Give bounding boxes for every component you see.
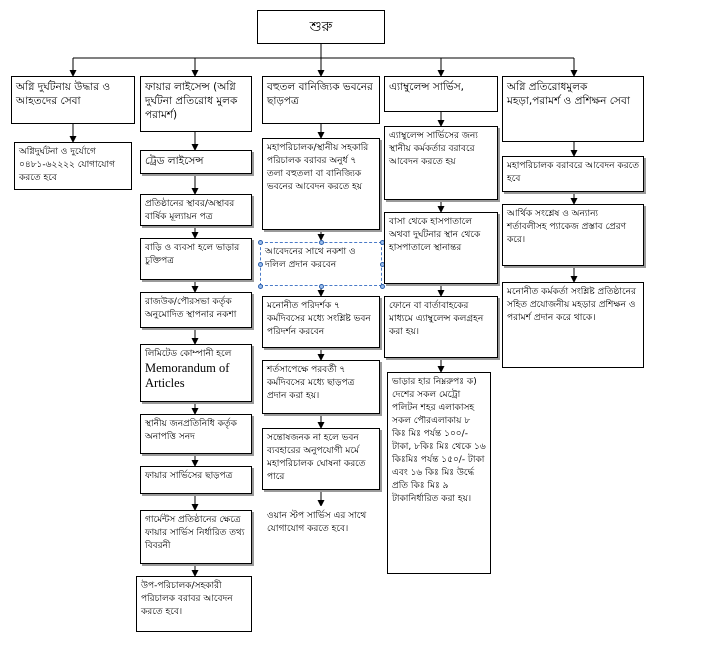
selection-handle[interactable] <box>258 284 263 289</box>
memorandum-text: Memorandum of Articles <box>145 361 230 391</box>
license-step-apply-deputy-director: উপ-পরিচালক/সহকারী পরিচালক বরাবর আবেদন কর… <box>136 576 252 632</box>
ambulance-step-transfer: বাসা থেকে হাসপাতালে অথবা দুর্ঘটনার স্থান… <box>384 212 498 284</box>
highrise-step-submit-design[interactable]: আবেদনের সাথে নকশা ও দলিল প্রদান করবেন <box>260 242 382 286</box>
root-start-node: শুরু <box>257 10 385 44</box>
service-header-highrise-clearance: বহুতল বানিজ্যিক ভবনের ছাড়পত্র <box>262 76 380 124</box>
license-step-rent-agreement: বাড়ি ও ব্যবসা হলে ভাড়ার চুক্তিপত্র <box>140 238 252 280</box>
selection-handle[interactable] <box>258 262 263 267</box>
license-step-no-objection: স্থানীয় জনপ্রতিনিধি কর্তৃক অনাপত্তি সনদ <box>140 414 252 454</box>
highrise-step-unfit-declaration: সন্তোষজনক না হলে ভবন ব্যবহারের অনুপযোগী … <box>262 428 380 490</box>
service-header-fire-license: ফায়ার লাইসেন্স (অগ্নি দুর্ঘটনা প্রতিরোধ… <box>140 76 252 132</box>
ambulance-step-call: ফোনে বা বার্তাবাহকের মাধ্যমে এ্যাম্বুলেন… <box>384 296 498 358</box>
license-step-fire-clearance: ফায়ার সার্ভিসের ছাড়পত্র <box>140 466 252 494</box>
selection-handle[interactable] <box>380 284 385 289</box>
training-step-apply: মহাপরিচালক বরাবরে আবেদন করতে হবে <box>502 156 644 192</box>
selection-handle[interactable] <box>258 240 263 245</box>
license-step-garments-info: গার্মেন্টস প্রতিষ্ঠানের ক্ষেত্রে ফায়ার … <box>140 510 252 564</box>
license-step-trade-license: ট্রেড লাইসেন্স <box>140 150 252 174</box>
rescue-step-hotline: অগ্নিদুর্ঘটনা ও দুর্যোগে ০৪৮১-৬২২২২ যোগা… <box>14 142 132 190</box>
ambulance-step-fare-rates: ভাড়ার হার নিম্নরুপঃ ক) দেশের সকল মেট্রো… <box>387 372 491 574</box>
highrise-step-inspection: মনোনীত পরিদর্শক ৭ কর্মদিবসের মধ্যে সংশ্ল… <box>262 296 380 348</box>
selection-handle[interactable] <box>319 284 324 289</box>
ambulance-step-apply: এ্যাম্বুলেন্স সার্ভিসের জন্য স্থানীয় কর… <box>384 126 498 200</box>
license-step-property-valuation: প্রতিষ্ঠানের স্থাবর/অস্থাবর বার্ষিক মূল্… <box>140 194 252 226</box>
service-header-fire-drill-training: অগ্নি প্রতিরোধমুলক মহড়া,পরামর্শ ও প্রশি… <box>502 76 644 142</box>
limited-company-text: লিমিটেড কোম্পানী হলে <box>145 349 232 359</box>
selection-handle[interactable] <box>319 240 324 245</box>
training-step-conduct-drill: মনোনীত কর্মকর্তা সংশ্লিষ্ট প্রতিষ্ঠানের … <box>502 282 644 368</box>
training-step-package-proposal: আর্থিক সংশ্লেষ ও অন্যান্য শর্তাবলীসহ প্য… <box>502 204 644 266</box>
service-header-ambulance: এ্যাম্বুলেন্স সার্ভিস, <box>384 76 498 112</box>
submit-design-text: আবেদনের সাথে নকশা ও দলিল প্রদান করবেন <box>265 247 356 271</box>
license-step-limited-company: লিমিটেড কোম্পানী হলে Memorandum of Artic… <box>140 344 252 402</box>
service-header-rescue: অগ্নি দুর্ঘটনায় উদ্ধার ও আহতদের সেবা <box>11 76 135 124</box>
highrise-step-one-stop-service: ওয়ান স্টপ সার্ভিস এর সাথে যোগাযোগ করতে … <box>262 506 380 564</box>
highrise-step-apply: মহাপরিচালক/স্থানীয় সহকারি পরিচালক বরাবর… <box>262 138 380 230</box>
highrise-step-clearance-granted: শর্তসাপেক্ষে পরবর্তী ৭ কর্মদিবসের মধ্যে … <box>262 360 380 414</box>
license-step-approved-design: রাজউক/পৌরসভা কর্তৃক অনুমোদিত স্থাপনার নক… <box>140 292 252 328</box>
